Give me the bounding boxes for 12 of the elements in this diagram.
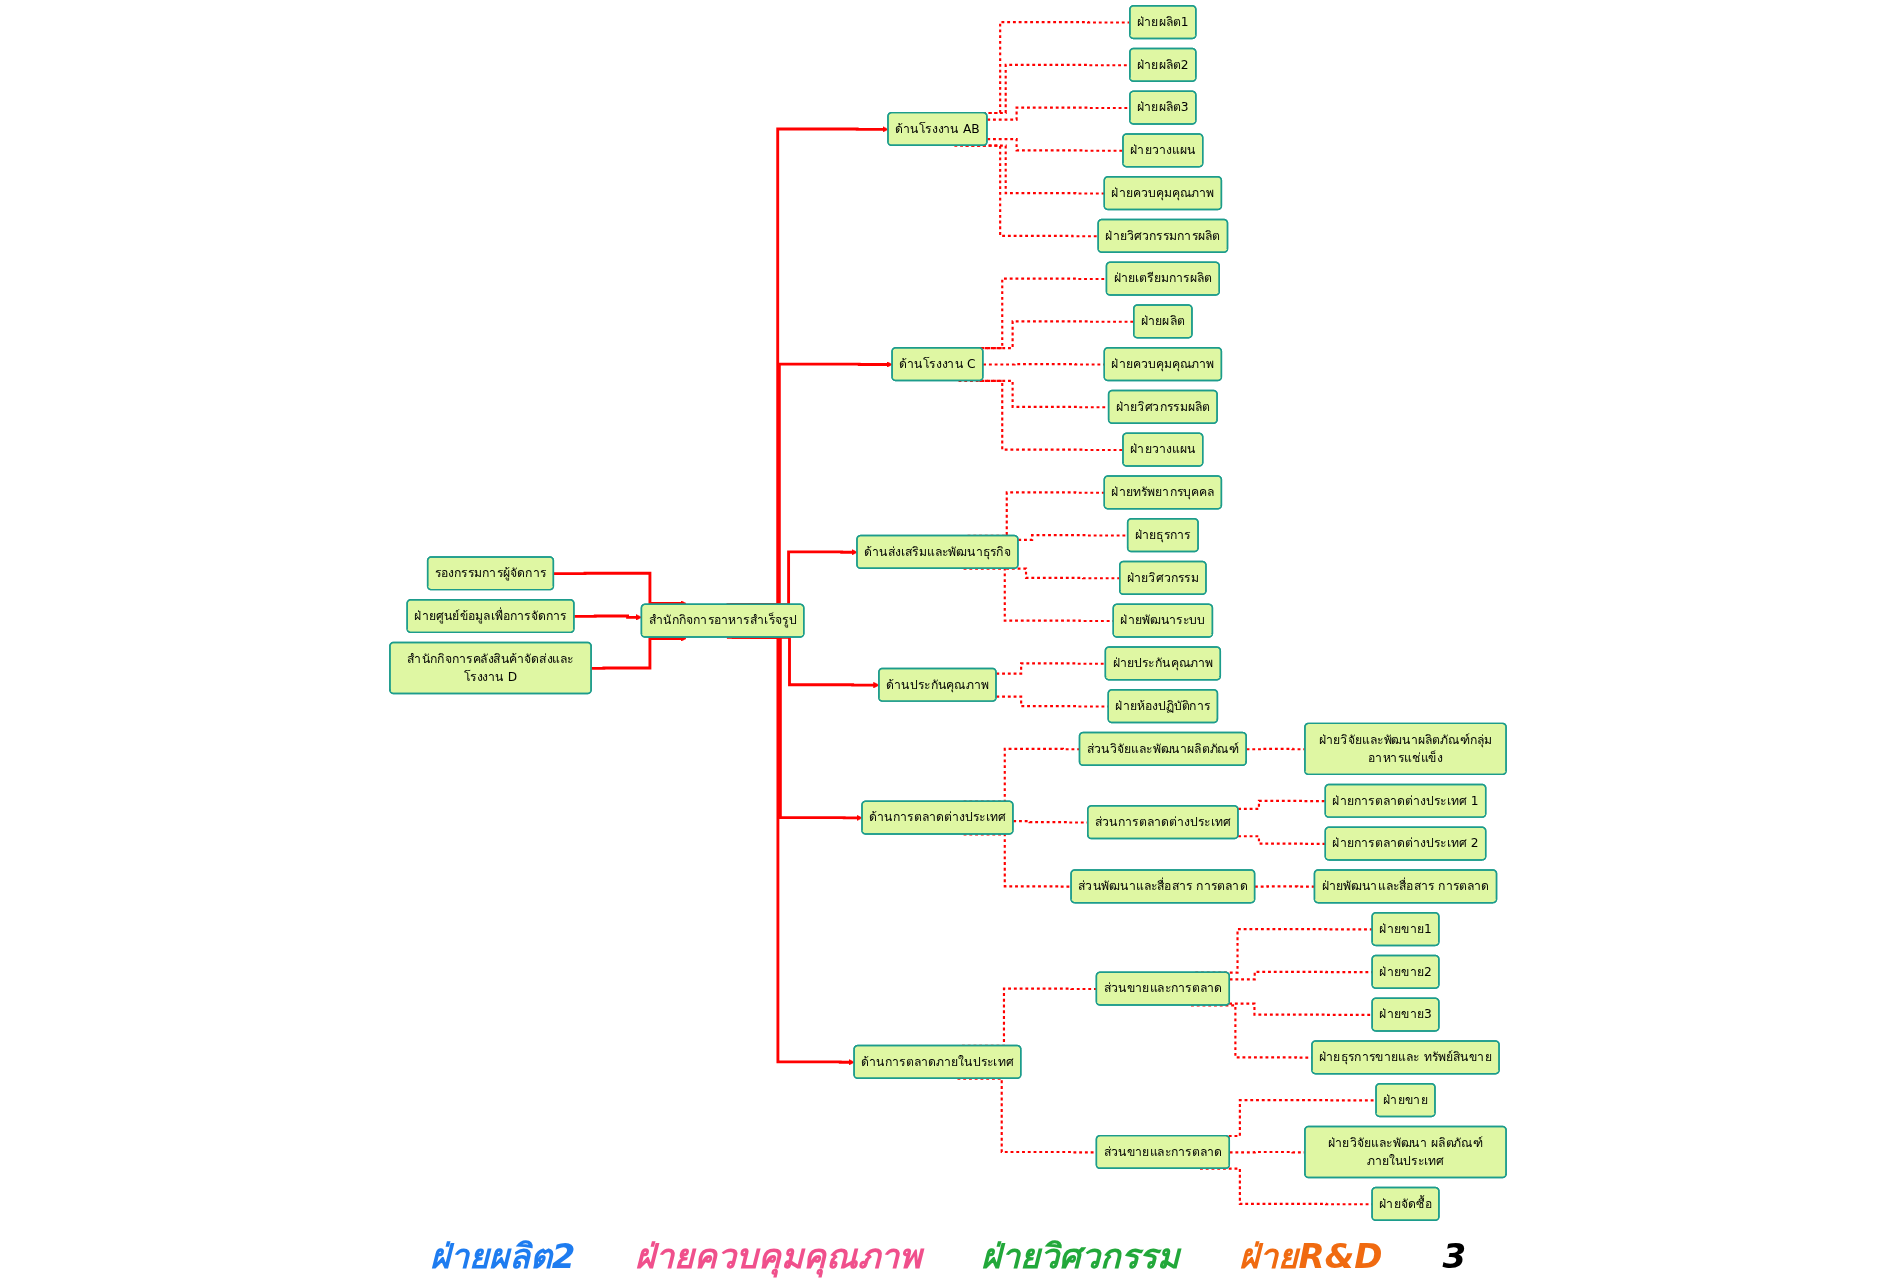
overlay-title: ฝ่ายR&D <box>1239 1235 1383 1278</box>
connector <box>996 662 1106 675</box>
arrow <box>591 635 687 670</box>
connector <box>1254 885 1315 888</box>
page-number: 3 <box>1442 1236 1467 1276</box>
connector <box>1238 799 1326 810</box>
overlay-title: ฝ่ายวิศวกรรม <box>981 1235 1180 1278</box>
connector <box>1238 835 1326 845</box>
connector <box>1018 534 1128 541</box>
connector <box>1229 1002 1373 1016</box>
arrow <box>726 635 855 1066</box>
overlay-title: ฝ่ายผลิต2 <box>429 1235 576 1278</box>
